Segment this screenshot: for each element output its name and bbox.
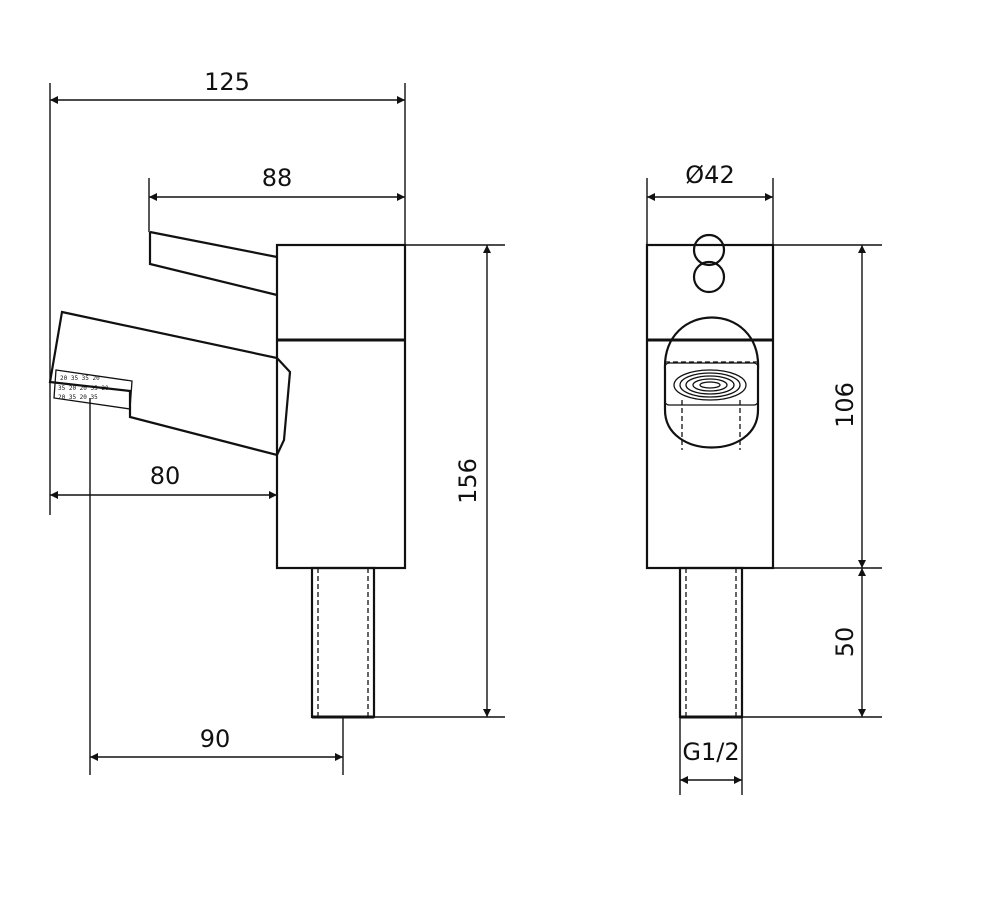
svg-text:20 35 20 35: 20 35 20 35 bbox=[58, 394, 98, 401]
side-dimensions: 125 88 80 90 156 bbox=[49, 68, 505, 775]
dim-overall-width: 125 bbox=[204, 68, 250, 96]
front-aerator bbox=[664, 361, 759, 450]
side-body bbox=[275, 243, 407, 570]
side-shank bbox=[310, 566, 376, 719]
front-lever-end bbox=[692, 233, 726, 294]
dim-shank-length: 50 bbox=[831, 627, 859, 658]
svg-text:35 20 20 35 20: 35 20 20 35 20 bbox=[58, 385, 109, 392]
dim-spout-to-shank: 90 bbox=[200, 725, 231, 753]
dim-lever-reach: 88 bbox=[262, 164, 293, 192]
side-spout bbox=[48, 310, 292, 457]
dim-body-height: 106 bbox=[831, 382, 859, 428]
front-dimensions: Ø42 106 50 G1/2 bbox=[646, 161, 882, 795]
front-view bbox=[645, 233, 775, 719]
svg-text:20 35 35 20: 20 35 35 20 bbox=[60, 375, 100, 382]
side-aerator: 20 35 35 20 35 20 20 35 20 20 35 20 35 bbox=[53, 369, 133, 410]
side-view: 20 35 35 20 35 20 20 35 20 20 35 20 35 bbox=[48, 230, 407, 719]
dim-total-height: 156 bbox=[454, 458, 482, 504]
dim-diameter: Ø42 bbox=[685, 161, 734, 189]
front-shank bbox=[678, 566, 744, 719]
dim-thread: G1/2 bbox=[682, 738, 739, 766]
dim-spout-reach: 80 bbox=[150, 462, 181, 490]
side-lever bbox=[148, 230, 278, 297]
